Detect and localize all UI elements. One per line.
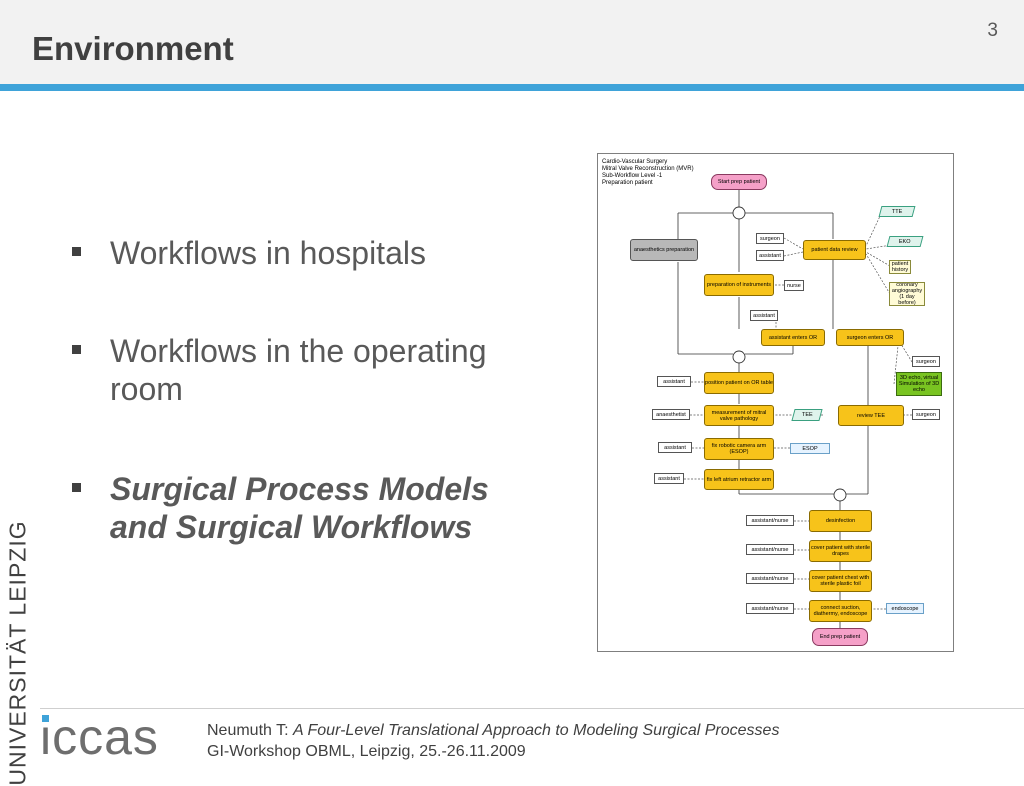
bullet-item: Surgical Process Models and Surgical Wor… [72, 470, 530, 546]
anaesthetics-preparation-node: anaesthetics preparation [630, 239, 698, 261]
desinfection-node: desinfection [809, 510, 872, 532]
patient-history-doc: patient history [889, 260, 911, 274]
square-bullet-icon [72, 345, 81, 354]
role-nurse: nurse [784, 280, 804, 291]
patient-data-review-node: patient data review [803, 240, 866, 260]
diagram-header-line: Mitral Valve Reconstruction (MVR) [602, 166, 694, 172]
square-bullet-icon [72, 483, 81, 492]
page-number: 3 [987, 20, 998, 41]
square-bullet-icon [72, 247, 81, 256]
position-patient-node: position patient on OR table [704, 372, 774, 394]
diagram-header-line: Cardio-Vascular Surgery [602, 159, 668, 165]
fix-left-atrium-node: fix left atrium retractor arm [704, 469, 774, 490]
bullet-item: Workflows in hospitals [72, 234, 530, 272]
review-tee-node: review TEE [838, 405, 904, 426]
role-assistant: assistant [756, 250, 784, 261]
surgeon-enters-or-node: surgeon enters OR [836, 329, 904, 346]
diagram-header-line: Preparation patient [602, 180, 653, 186]
cover-chest-node: cover patient chest with sterile plastic… [809, 570, 872, 592]
bullet-text: Workflows in hospitals [110, 235, 426, 271]
role-assistant-nurse: assistant/nurse [746, 515, 794, 526]
reference-line-1: Neumuth T: A Four-Level Translational Ap… [207, 722, 779, 740]
role-surgeon: surgeon [912, 409, 940, 420]
assistant-enters-or-node: assistant enters OR [761, 329, 825, 346]
tee-label: TEE [801, 412, 813, 418]
end-event: End prep patient [812, 628, 868, 646]
iccas-logo: iccas [40, 709, 159, 765]
start-event: Start prep patient [711, 174, 767, 190]
3d-echo-node: 3D echo, virtual Simulation of 3D echo [896, 372, 942, 396]
measurement-mitral-valve-node: measurement of mitral valve pathology [704, 405, 774, 426]
title-bar [0, 0, 1024, 84]
role-surgeon: surgeon [756, 233, 784, 244]
diagram-header-line: Sub-Workflow Level -1 [602, 173, 663, 179]
role-anaesthetist: anaesthetist [652, 409, 690, 420]
page-title: Environment [32, 30, 234, 67]
role-assistant: assistant [657, 376, 691, 387]
fix-robotic-camera-node: fix robotic camera arm (ESOP) [704, 438, 774, 460]
role-assistant-nurse: assistant/nurse [746, 573, 794, 584]
esop-system: ESOP [790, 443, 830, 454]
role-assistant-nurse: assistant/nurse [746, 544, 794, 555]
diagram-header: Cardio-Vascular Surgery Mitral Valve Rec… [602, 159, 694, 187]
role-surgeon: surgeon [912, 356, 940, 367]
reference-author: Neumuth T: [207, 722, 293, 739]
role-assistant-nurse: assistant/nurse [746, 603, 794, 614]
university-logo: UNIVERSITÄT LEIPZIG [3, 520, 33, 785]
eko-label: EKO [899, 238, 911, 245]
eko-device: EKO [886, 236, 924, 247]
coronary-angiography-doc: coronary angiography (1 day before) [889, 282, 925, 306]
iccas-logo-dot [42, 715, 49, 722]
role-assistant: assistant [654, 473, 684, 484]
tee-device: TEE [791, 409, 823, 421]
cover-drapes-node: cover patient with sterile drapes [809, 540, 872, 562]
reference-title: A Four-Level Translational Approach to M… [292, 722, 780, 739]
workflow-diagram: Cardio-Vascular Surgery Mitral Valve Rec… [597, 153, 954, 652]
title-rule [0, 84, 1024, 91]
university-logo-text: UNIVERSITÄT LEIPZIG [4, 520, 31, 786]
footer-rule [40, 708, 1024, 709]
role-assistant: assistant [658, 442, 692, 453]
tte-label: TTE [891, 208, 903, 215]
endoscope-system: endoscope [886, 603, 924, 614]
tte-device: TTE [878, 206, 916, 217]
role-assistant: assistant [750, 310, 778, 321]
bullet-item: Workflows in the operating room [72, 332, 530, 408]
preparation-instruments-node: preparation of instruments [704, 274, 774, 296]
reference-line-2: GI-Workshop OBML, Leipzig, 25.-26.11.200… [207, 743, 526, 760]
connect-suction-node: connect suction, diathermy, endoscope [809, 600, 872, 622]
bullet-text: Surgical Process Models and Surgical Wor… [110, 471, 489, 545]
bullet-text: Workflows in the operating room [110, 333, 487, 407]
